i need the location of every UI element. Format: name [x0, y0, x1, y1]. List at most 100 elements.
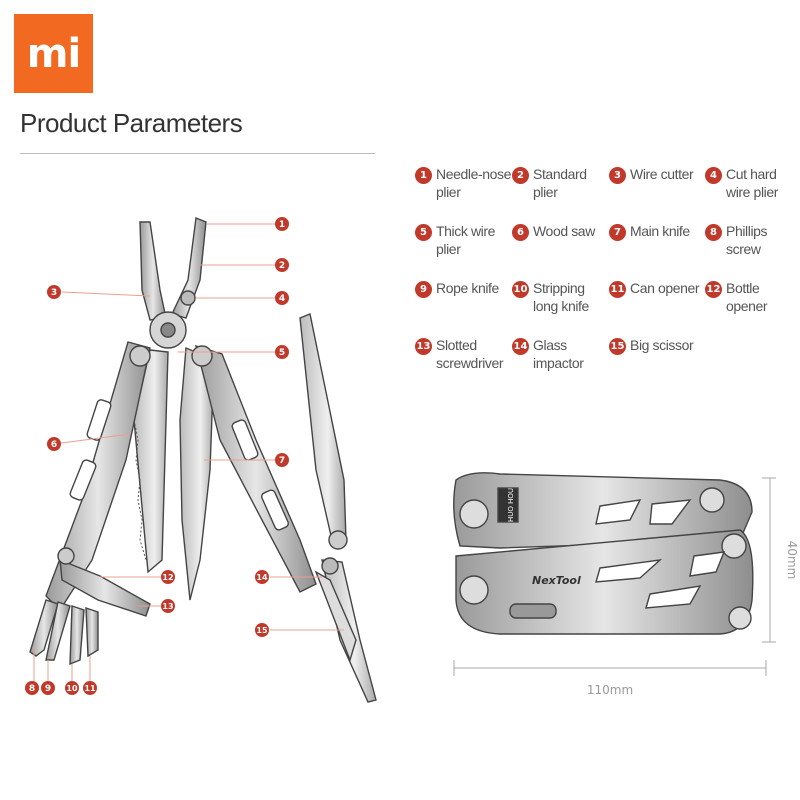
svg-text:8: 8: [29, 684, 35, 694]
svg-text:12: 12: [162, 573, 173, 582]
closed-tool-drawing: [453, 472, 754, 635]
callout-8: 8: [25, 681, 39, 695]
svg-text:9: 9: [45, 684, 51, 694]
callout-1: 1: [275, 217, 289, 231]
legend-label: Thick wire plier: [436, 223, 496, 257]
legend-number: 10: [512, 281, 529, 298]
legend-number: 4: [705, 167, 722, 184]
svg-text:14: 14: [256, 573, 268, 582]
legend-label: Big scissor: [630, 337, 694, 353]
legend-number: 6: [512, 224, 529, 241]
svg-text:7: 7: [279, 456, 285, 466]
callout-3: 3: [47, 285, 61, 299]
legend-label: Main knife: [630, 223, 690, 239]
legend-number: 1: [415, 167, 432, 184]
title-divider: [20, 153, 375, 154]
legend-number: 11: [609, 281, 626, 298]
svg-text:13: 13: [162, 602, 173, 611]
callout-13: 13: [161, 599, 175, 613]
legend-label: Stripping long knife: [533, 280, 589, 314]
legend-number: 14: [512, 338, 529, 355]
callout-markers: 1 2 3 4 5 6 7 8 9 10 11 12 13 14 15: [25, 217, 289, 695]
legend-label: Bottle opener: [726, 280, 768, 314]
svg-text:3: 3: [51, 288, 57, 298]
legend-label: Glass impactor: [533, 337, 584, 371]
legend-number: 5: [415, 224, 432, 241]
plier-jaw-right: [171, 217, 207, 319]
legend-number: 3: [609, 167, 626, 184]
small-tool-9: [45, 601, 71, 661]
callout-7: 7: [275, 453, 289, 467]
svg-text:1: 1: [279, 220, 285, 230]
legend-number: 13: [415, 338, 432, 355]
callout-2: 2: [275, 258, 289, 272]
page-title: Product Parameters: [20, 108, 243, 138]
callout-15: 15: [255, 623, 269, 637]
legend-number: 8: [705, 224, 722, 241]
svg-text:4: 4: [279, 294, 285, 304]
callout-11: 11: [83, 681, 97, 695]
plier-screw: [180, 290, 196, 306]
callout-10: 10: [65, 681, 79, 695]
bottle-opener-tool: [59, 558, 151, 617]
legend-number: 9: [415, 281, 432, 298]
mi-logo: mi: [14, 14, 93, 93]
legend-label: Standard plier: [533, 166, 587, 200]
legend-label: Cut hard wire plier: [726, 166, 779, 200]
height-dimension-label: 40mm: [785, 541, 799, 580]
legend-label: Can opener: [630, 280, 700, 296]
callout-4: 4: [275, 291, 289, 305]
svg-text:11: 11: [84, 684, 96, 693]
svg-text:10: 10: [66, 684, 78, 693]
open-tool-drawing: [29, 217, 377, 703]
legend-number: 7: [609, 224, 626, 241]
svg-text:6: 6: [51, 440, 57, 450]
width-dimension-label: 110mm: [587, 683, 633, 697]
callout-9: 9: [41, 681, 55, 695]
legend-number: 15: [609, 338, 626, 355]
callout-14: 14: [255, 570, 269, 584]
plier-jaw-left: [139, 221, 167, 321]
legend-label: Wire cutter: [630, 166, 694, 182]
callout-6: 6: [47, 437, 61, 451]
small-tool-8: [29, 599, 59, 657]
dimension-lines: [453, 477, 776, 676]
handle-right: [195, 344, 317, 593]
legend-label: Wood saw: [533, 223, 595, 239]
svg-text:5: 5: [279, 348, 285, 358]
legend-label: Needle-nose plier: [436, 166, 511, 200]
svg-text:15: 15: [256, 626, 268, 635]
closed-tool-badge: HUO HOU: [507, 488, 515, 522]
svg-text:2: 2: [279, 261, 285, 271]
closed-tool-brand: NexTool: [532, 574, 581, 587]
callout-12: 12: [161, 570, 175, 584]
callout-lines: [33, 223, 344, 682]
legend-label: Rope knife: [436, 280, 499, 296]
legend-label: Phillips screw: [726, 223, 768, 257]
legend-number: 12: [705, 281, 722, 298]
legend-label: Slotted screwdriver: [436, 337, 504, 371]
logo-text: mi: [26, 30, 81, 77]
small-tool-10: [69, 605, 85, 666]
callout-5: 5: [275, 345, 289, 359]
legend-number: 2: [512, 167, 529, 184]
small-tool-11: [85, 607, 99, 658]
stripping-knife: [299, 313, 347, 541]
